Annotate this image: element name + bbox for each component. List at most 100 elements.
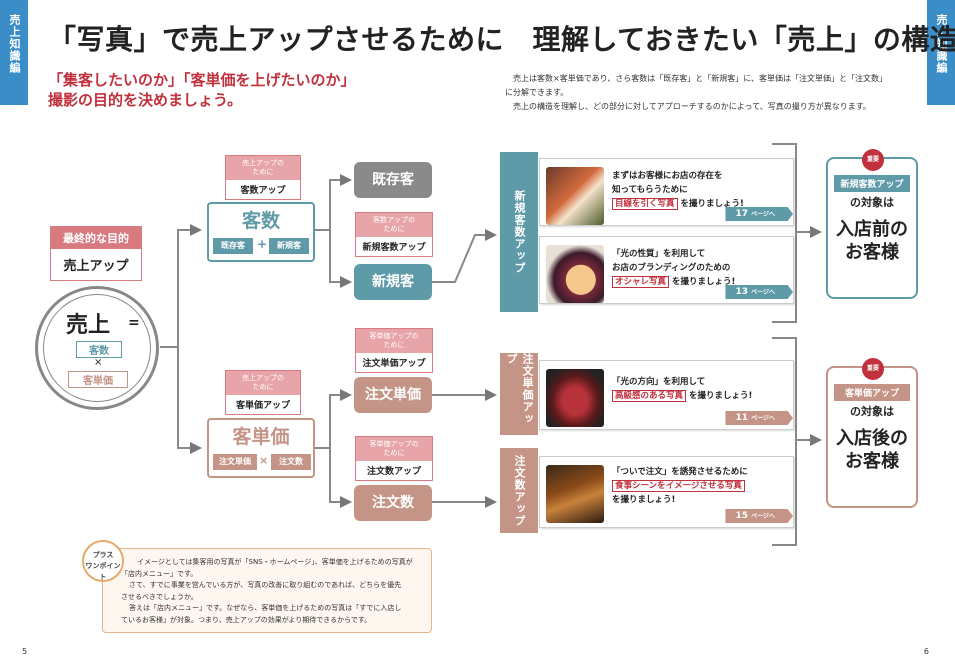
ribbon-new-up-bottom: 新規客数アップ [362, 243, 426, 253]
result-mid: の対象は [850, 405, 894, 418]
card-luxury: 「光の方向」を利用して高級感のある写真 を撮りましょう! 11 ページへ [539, 360, 794, 430]
ribbon-customers-up-top: 売上アップの ために [226, 156, 300, 180]
sales-title: 売上 [66, 313, 111, 338]
intro-line-1: 売上は客数×客単価であり、さら客数は「既存客」と「新規客」に、客単価は「注文単価… [513, 74, 888, 83]
ribbon-price-up-bottom: 客単価アップ [235, 401, 290, 411]
card-line2: お店のブランディングのための [612, 263, 731, 273]
page-num: 17 [735, 209, 748, 219]
page-suffix: ページへ [751, 211, 775, 218]
badge-important: 重要 [862, 149, 884, 171]
unit-price-box: 客単価 注文単価 × 注文数 [207, 418, 315, 478]
ribbon-new-up-top: 客数アップの ために [356, 213, 432, 237]
card-attention: まずはお客様にお店の存在を知ってもらうために目線を引く写真 を撮りましょう! 1… [539, 158, 794, 226]
sales-eq: = [128, 315, 140, 331]
sales-times: × [94, 357, 103, 368]
node-new: 新規客 [354, 264, 432, 300]
section-tab-right: 売上知識編 [927, 0, 955, 105]
result-tag: 新規客数アップ [834, 175, 910, 192]
card-branding: 「光の性質」を利用してお店のブランディングのためのオシャレ写真 を撮りましょう!… [539, 236, 794, 304]
card-highlight: 高級感のある写真 [612, 390, 687, 402]
plus-line: 「店内メニュー」です。 [121, 569, 198, 578]
page-title: 「写真」で売上アップさせるために 理解しておきたい「売上」の構造 [48, 23, 955, 56]
ribbon-order-price-up-top: 客単価アップの ために [356, 329, 432, 353]
goal-label: 最終的な目的 [51, 227, 141, 249]
goal-box: 最終的な目的 売上アップ [50, 226, 142, 281]
plus-point-text: イメージとしては集客用の写真が「SNS・ホームページ」、客単価を上げるための写真… [121, 557, 426, 626]
page-suffix: ページへ [751, 415, 775, 422]
ribbon-order-count-up-bottom: 注文数アップ [366, 467, 421, 477]
intro-line-2: に分解できます。 [505, 88, 569, 97]
section-tab-left: 売上知識編 [0, 0, 28, 105]
page-link[interactable]: 13 ページへ [725, 285, 793, 299]
subtitle: 「集客したいのか」「客単価を上げたいのか」 撮影の目的を決めましょう。 [48, 70, 356, 110]
page-number-right: 6 [923, 647, 929, 656]
ribbon-customers-up-bottom: 客数アップ [240, 186, 286, 196]
card-tail: を撮りましょう! [671, 277, 736, 287]
card-line2: 知ってもらうために [612, 185, 688, 195]
card-text: 「光の性質」を利用してお店のブランディングのためのオシャレ写真 を撮りましょう! [612, 247, 735, 289]
customers-new: 新規客 [269, 238, 309, 254]
customers-title: 客数 [241, 210, 280, 232]
ribbon-new-up: 客数アップの ために 新規客数アップ [355, 212, 433, 257]
page-link[interactable]: 15 ページへ [725, 509, 793, 523]
ribbon-order-count-up-top: 客単価アップの ために [356, 437, 432, 461]
plus-line: 答えは「店内メニュー」です。なぜなら、客単価を上げるための写真は「すでに入店し [129, 604, 402, 612]
ribbon-price-up: 売上アップの ために 客単価アップ [225, 370, 301, 415]
page-num: 13 [735, 287, 748, 297]
plus-line: イメージとしては集客用の写真が「SNS・ホームページ」、客単価を上げるための写真… [137, 558, 413, 566]
result-mid: の対象は [850, 196, 894, 209]
card-line1: まずはお客様にお店の存在を [612, 171, 723, 181]
intro-text: 売上は客数×客単価であり、さら客数は「既存客」と「新規客」に、客単価は「注文単価… [505, 72, 915, 114]
page-num: 11 [735, 413, 748, 423]
card-highlight: 食事シーンをイメージさせる写真 [612, 480, 745, 492]
result-big2: お客様 [845, 242, 899, 263]
ribbon-order-price-up-bottom: 注文単価アップ [362, 359, 426, 369]
node-order-count: 注文数 [354, 485, 432, 521]
card-text: 「光の方向」を利用して高級感のある写真 を撮りましょう! [612, 375, 752, 403]
page-link[interactable]: 11 ページへ [725, 411, 793, 425]
customers-existing: 既存客 [213, 238, 253, 254]
result-target: 入店後のお客様 [828, 427, 916, 473]
result-new-customers: 重要 新規客数アップ の対象は 入店前のお客様 [826, 149, 918, 299]
goal-value: 売上アップ [63, 259, 129, 274]
plus-line: させるべきでしょうか。 [121, 592, 198, 601]
card-line1: 「光の方向」を利用して [612, 377, 706, 387]
food-photo-steak [546, 369, 604, 427]
ribbon-order-price-up: 客単価アップの ために 注文単価アップ [355, 328, 433, 373]
page-link[interactable]: 17 ページへ [725, 207, 793, 221]
food-photo-eel [546, 465, 604, 523]
page-suffix: ページへ [751, 513, 775, 520]
result-target: 入店前のお客様 [828, 218, 916, 264]
badge-important: 重要 [862, 358, 884, 380]
unit-price-order-price: 注文単価 [213, 454, 257, 470]
food-photo-pancake [546, 245, 604, 303]
result-unit-price: 重要 客単価アップ の対象は 入店後のお客様 [826, 358, 918, 508]
card-text: 「ついで注文」を誘発させるために食事シーンをイメージさせる写真を撮りましょう! [612, 465, 748, 507]
plus-line: さて、すでに事業を営んでいる方が、写真の改善に取り組むのであれば、どちらを優先 [129, 581, 402, 589]
sales-circle: 売上 = 客数 × 客単価 [35, 286, 159, 410]
vert-label-new-up: 新規客数アップ [500, 152, 538, 312]
result-big1: 入店前の [836, 219, 908, 240]
card-line1: 「ついで注文」を誘発させるために [612, 467, 748, 477]
intro-line-3: 売上の構造を理解し、どの部分に対してアプローチするのかによって、写真の撮り方が異… [513, 102, 871, 111]
ribbon-price-up-top: 売上アップの ために [226, 371, 300, 395]
card-text: まずはお客様にお店の存在を知ってもらうために目線を引く写真 を撮りましょう! [612, 169, 744, 211]
vert-label-count-up: 注文数アップ [500, 448, 538, 533]
page-suffix: ページへ [751, 289, 775, 296]
subtitle-line-1: 「集客したいのか」「客単価を上げたいのか」 [48, 71, 356, 89]
page-number-left: 5 [22, 647, 28, 656]
vert-label-price-up: 注文単価アップ [500, 353, 538, 435]
card-tail: を撮りましょう! [688, 391, 753, 401]
card-line1: 「光の性質」を利用して [612, 249, 706, 259]
customers-plus: + [257, 237, 268, 251]
subtitle-line-2: 撮影の目的を決めましょう。 [48, 91, 243, 109]
card-meal-scene: 「ついで注文」を誘発させるために食事シーンをイメージさせる写真を撮りましょう! … [539, 456, 794, 528]
unit-price-title: 客単価 [232, 426, 290, 448]
page-num: 15 [735, 511, 748, 521]
customers-box: 客数 既存客 + 新規客 [207, 202, 315, 262]
card-tail: を撮りましょう! [612, 495, 676, 505]
unit-price-times: × [259, 454, 269, 467]
sales-unit-price: 客単価 [68, 371, 128, 388]
unit-price-order-count: 注文数 [271, 454, 311, 470]
